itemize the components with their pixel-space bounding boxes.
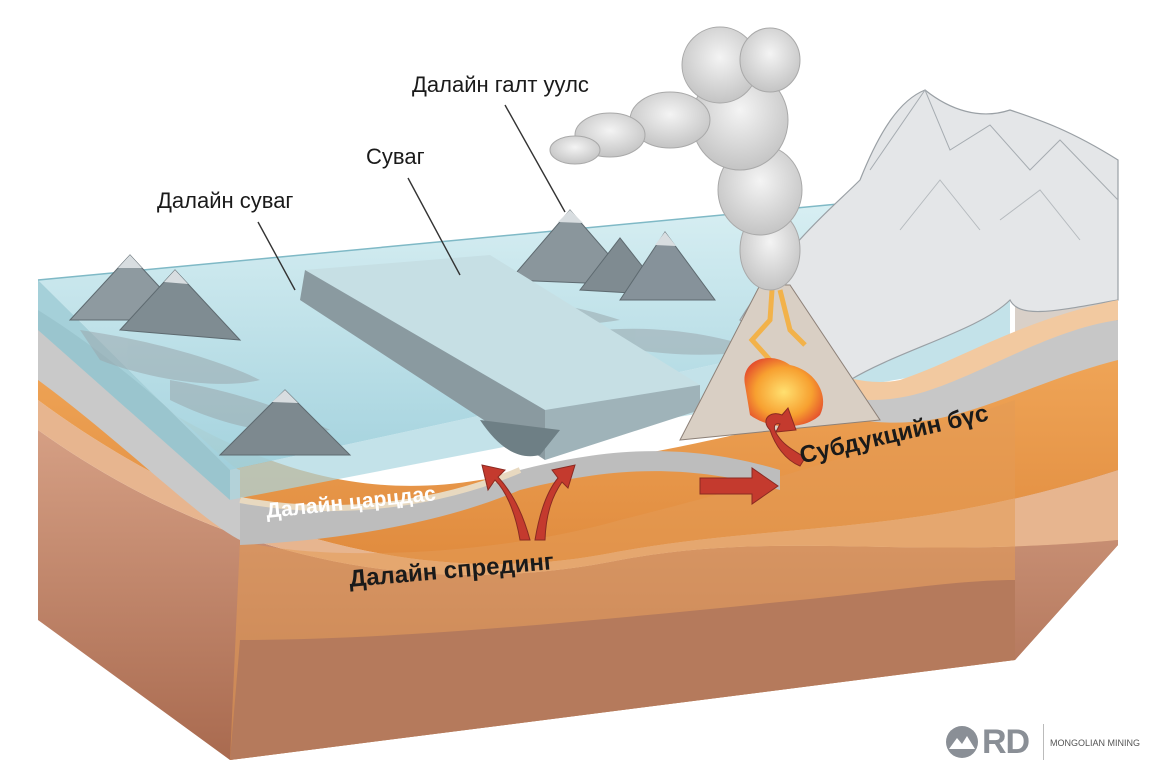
trench [480,420,560,457]
label-ocean-volcano: Далайн галт уулс [412,72,589,97]
magma-chamber [744,357,824,427]
arrow-subduction [699,467,779,505]
arrow-curl [765,407,806,467]
smoke-plume [549,26,803,291]
seamounts [68,209,716,456]
volcano [679,284,881,441]
logo-mark: RD [982,723,1030,761]
seamount [118,269,242,341]
subduction-arrows [699,407,806,505]
logo-separator [1043,724,1044,760]
logo-text: MONGOLIAN MINING [1050,738,1141,748]
label-ocean-trench: Далайн суваг [157,188,294,213]
block-front-face [38,310,1118,760]
leader-line-ocean-trench [257,221,296,291]
leader-line-volcano [504,104,566,213]
mountain-logo-icon [946,726,978,758]
seamount [218,389,352,456]
logo: RD MONGOLIAN MINING [945,722,1145,762]
oceanic-crust-strip [240,451,780,545]
seamount [619,231,716,301]
ridge-slab [300,255,700,460]
arrow-left-up [481,464,531,541]
leader-lines [257,104,566,291]
spreading-arrows [481,464,576,541]
label-trench: Суваг [366,144,425,169]
arrow-right-up [534,464,576,541]
leader-line-trench [407,177,461,276]
